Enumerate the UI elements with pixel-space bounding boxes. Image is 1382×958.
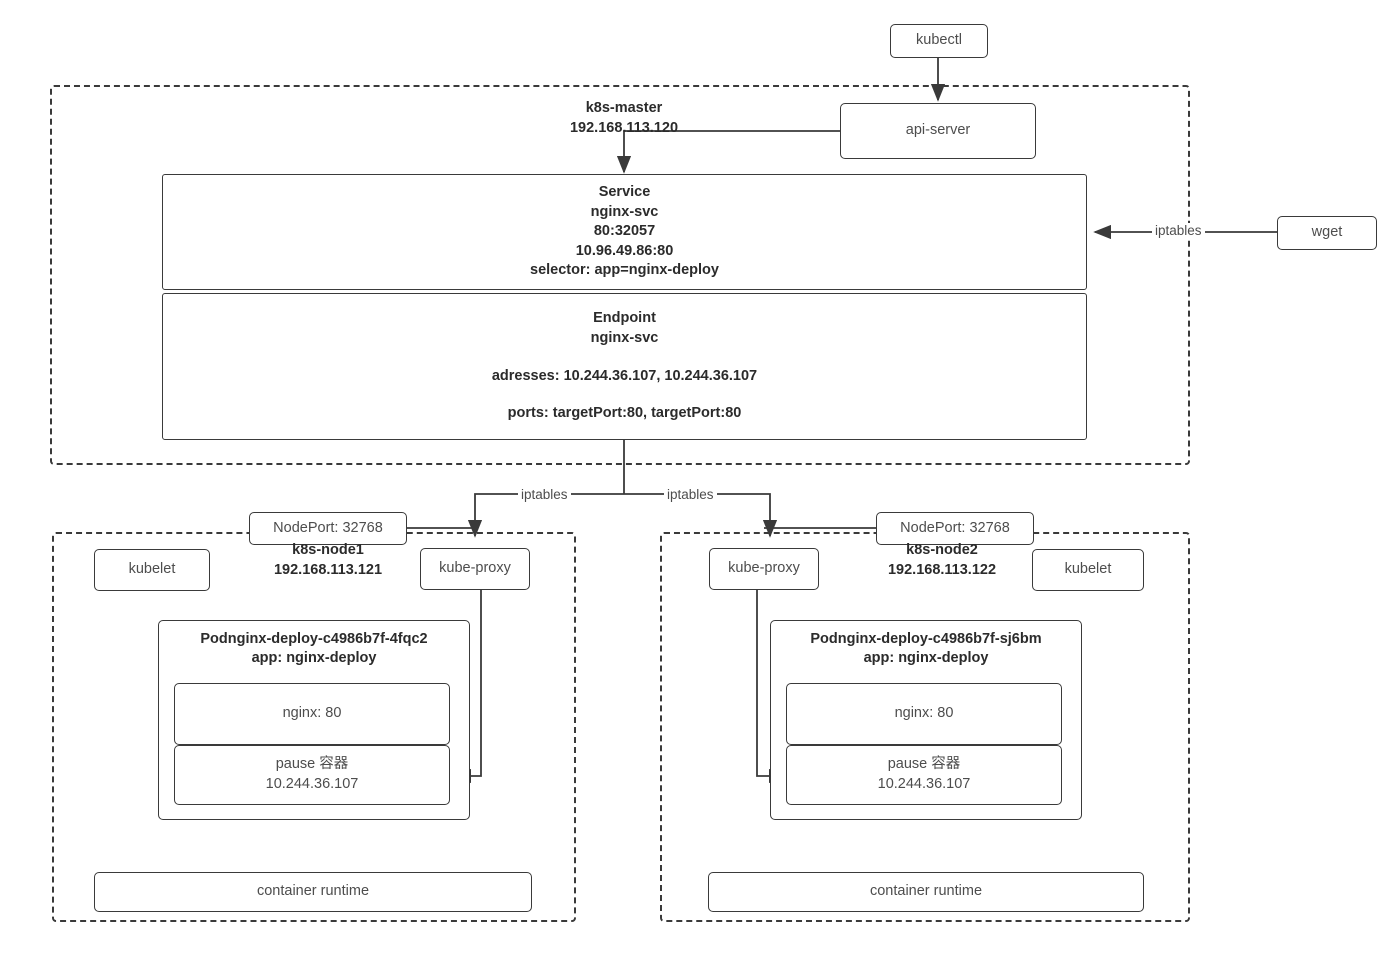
endpoint-name: nginx-svc (590, 329, 659, 346)
wget-label: wget (1311, 224, 1343, 241)
k8s-master-region (50, 85, 1190, 465)
k8s-master-ip: 192.168.113.120 (569, 120, 679, 137)
service-kind: Service (598, 184, 651, 201)
node2-nginx-label: nginx: 80 (894, 705, 954, 722)
node2-kube-proxy-label: kube-proxy (728, 560, 800, 577)
node1-pod-name: Podnginx-deploy-c4986b7f-4fqc2 (200, 631, 428, 647)
k8s-master-name: k8s-master (585, 100, 663, 116)
node2-kubelet-box[interactable]: kubelet (1032, 549, 1144, 591)
node2-container-runtime-label: container runtime (869, 883, 983, 900)
endpoint-kind: Endpoint (593, 310, 656, 327)
node1-container-nginx[interactable]: nginx: 80 (174, 683, 450, 745)
service-selector: selector: app=nginx-deploy (530, 262, 719, 279)
node2-pause-label: pause 容器 (887, 756, 961, 773)
node2-pod-app: app: nginx-deploy (863, 649, 989, 666)
wget-box[interactable]: wget (1277, 216, 1377, 250)
endpoint-ports: ports: targetPort:80, targetPort:80 (507, 405, 742, 422)
node1-container-runtime-label: container runtime (256, 883, 370, 900)
node1-ip: 192.168.113.121 (273, 562, 383, 579)
node1-kube-proxy-box[interactable]: kube-proxy (420, 548, 530, 590)
node1-kube-proxy-label: kube-proxy (439, 560, 511, 577)
node2-name: k8s-node2 (906, 542, 978, 558)
node1-nginx-label: nginx: 80 (282, 705, 342, 722)
kubectl-box[interactable]: kubectl (890, 24, 988, 58)
node1-pause-ip: 10.244.36.107 (265, 776, 359, 792)
node2-kubelet-label: kubelet (1064, 561, 1112, 578)
node1-name: k8s-node1 (292, 542, 364, 558)
node1-kubelet-label: kubelet (128, 561, 176, 578)
node2-nodeport-label: NodePort: 32768 (900, 519, 1010, 536)
endpoint-addresses: adresses: 10.244.36.107, 10.244.36.107 (491, 367, 758, 384)
service-cluster-ip: 10.96.49.86:80 (575, 242, 674, 259)
node1-title: k8s-node1 192.168.113.121 (238, 540, 418, 581)
node2-title: k8s-node2 192.168.113.122 (852, 540, 1032, 581)
iptables-wget-label: iptables (1152, 223, 1205, 238)
node1-pod-app: app: nginx-deploy (251, 649, 377, 666)
node2-pod-name: Podnginx-deploy-c4986b7f-sj6bm (810, 631, 1042, 647)
node2-container-runtime-box[interactable]: container runtime (708, 872, 1144, 912)
node1-nodeport-label: NodePort: 32768 (273, 519, 383, 536)
endpoint-box[interactable]: Endpoint nginx-svc adresses: 10.244.36.1… (162, 293, 1087, 440)
service-box[interactable]: Service nginx-svc 80:32057 10.96.49.86:8… (162, 174, 1087, 290)
node2-nodeport-box[interactable]: NodePort: 32768 (876, 512, 1034, 545)
k8s-master-title: k8s-master 192.168.113.120 (524, 98, 724, 139)
node1-pause-label: pause 容器 (275, 756, 349, 773)
service-ports: 80:32057 (593, 223, 656, 240)
node2-container-pause[interactable]: pause 容器 10.244.36.107 (786, 745, 1062, 805)
node2-kube-proxy-box[interactable]: kube-proxy (709, 548, 819, 590)
node1-container-pause[interactable]: pause 容器 10.244.36.107 (174, 745, 450, 805)
node1-container-runtime-box[interactable]: container runtime (94, 872, 532, 912)
iptables-node1-label: iptables (518, 487, 571, 502)
service-name: nginx-svc (590, 203, 659, 220)
node1-kubelet-box[interactable]: kubelet (94, 549, 210, 591)
node2-ip: 192.168.113.122 (887, 562, 997, 579)
node2-container-nginx[interactable]: nginx: 80 (786, 683, 1062, 745)
api-server-label: api-server (905, 122, 971, 139)
kubectl-label: kubectl (916, 32, 962, 49)
node2-pause-ip: 10.244.36.107 (877, 776, 971, 792)
api-server-box[interactable]: api-server (840, 103, 1036, 159)
iptables-node2-label: iptables (664, 487, 717, 502)
